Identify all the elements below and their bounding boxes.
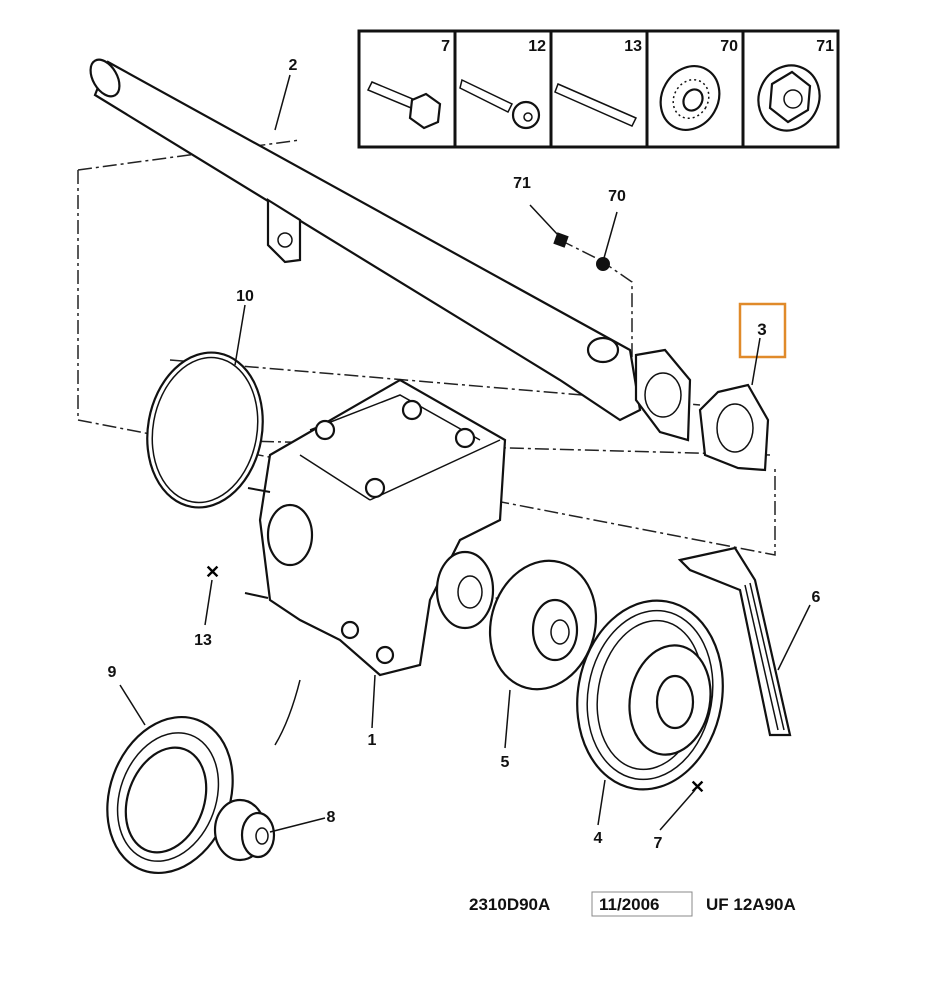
hub-drawing <box>488 559 598 691</box>
date-box <box>591 891 693 917</box>
callout-7: 7 <box>654 835 663 852</box>
seal-drawing <box>106 715 234 875</box>
callout-1: 1 <box>368 732 377 749</box>
leader-lines <box>119 74 811 833</box>
callout-3: 3 <box>757 320 766 339</box>
diagram-code: 2310D90A <box>469 895 550 914</box>
legend-ref-12: 12 <box>528 38 546 55</box>
legend-ref-70: 70 <box>720 38 738 55</box>
gasket-drawing <box>698 383 770 472</box>
torx-bolt-icon <box>459 78 541 130</box>
serrated-washer-icon <box>659 65 721 131</box>
diagram-ref: UF 12A90A <box>706 895 796 914</box>
callout-5: 5 <box>501 754 510 771</box>
pulley-drawing <box>576 599 724 791</box>
nut-marker-icon <box>553 232 569 248</box>
o-ring-drawing <box>146 351 264 509</box>
highlight-box <box>738 302 787 359</box>
stud-marker-icon: ✕ <box>205 562 220 582</box>
callout-6: 6 <box>812 589 821 606</box>
callout-2: 2 <box>289 57 298 74</box>
flange-nut-icon <box>757 64 821 132</box>
hex-flange-bolt-icon <box>366 81 442 130</box>
washer-marker-icon <box>596 257 610 271</box>
diagram-date: 11/2006 <box>599 895 660 914</box>
callout-9: 9 <box>108 664 117 681</box>
pump-body-drawing <box>244 378 507 677</box>
callout-70: 70 <box>608 188 626 205</box>
legend-ref-71: 71 <box>816 38 834 55</box>
callout-10: 10 <box>236 288 254 305</box>
legend-ref-7: 7 <box>441 38 450 55</box>
belt-drawing <box>677 546 792 737</box>
bearing-drawing <box>213 798 276 862</box>
callout-4: 4 <box>594 830 603 847</box>
water-pipe-drawing <box>89 58 692 442</box>
callout-13: 13 <box>194 632 212 649</box>
stud-icon <box>554 82 638 127</box>
hardware-legend: 7 12 13 70 71 <box>357 29 840 149</box>
callout-8: 8 <box>327 809 336 826</box>
legend-ref-13: 13 <box>624 38 642 55</box>
callout-71: 71 <box>513 175 531 192</box>
